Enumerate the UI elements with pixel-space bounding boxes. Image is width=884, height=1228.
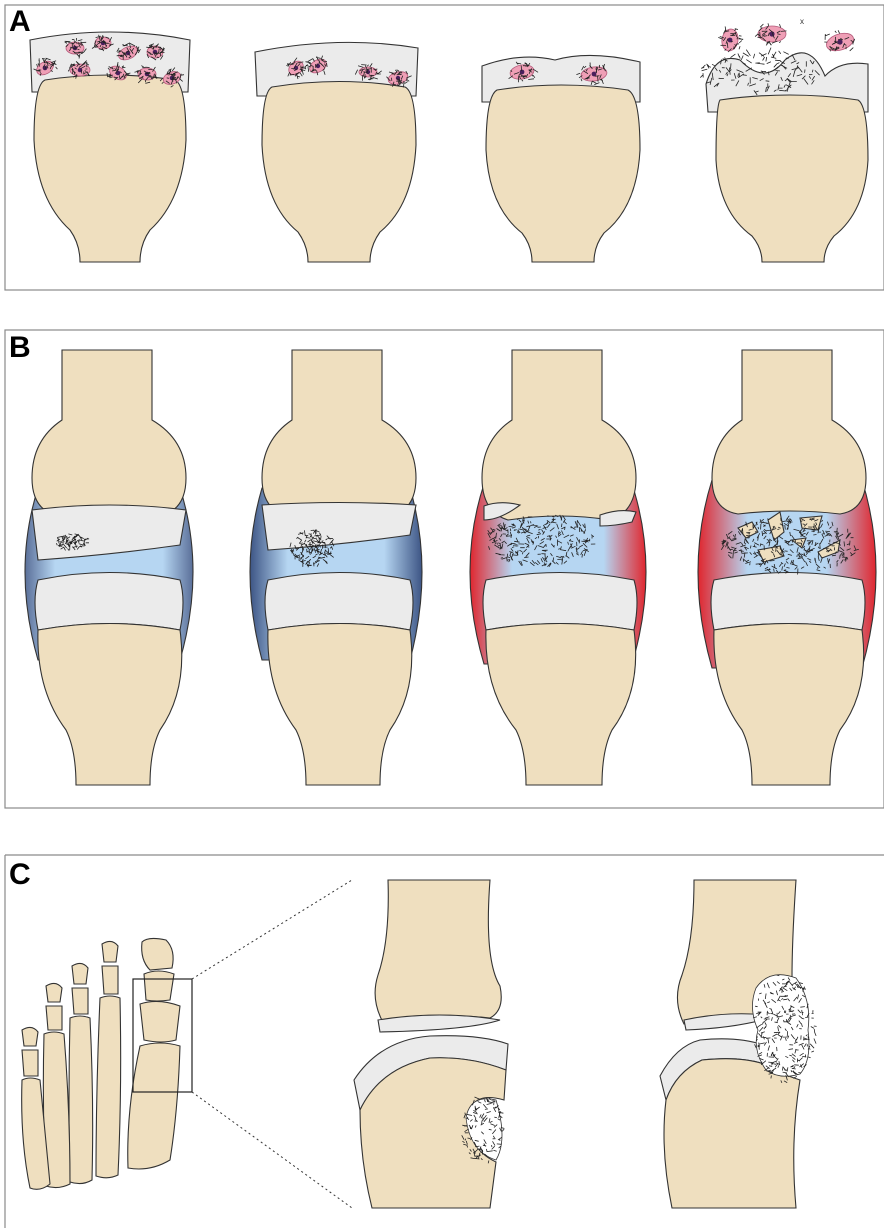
joint-detail-c1 bbox=[354, 880, 508, 1208]
panel-c: C bbox=[5, 855, 884, 1228]
foot-skeleton bbox=[22, 938, 180, 1189]
panel-a-label: A bbox=[9, 5, 31, 38]
bone-stage-a1 bbox=[30, 32, 190, 262]
panel-c-label: C bbox=[9, 858, 31, 891]
panel-b: B bbox=[5, 330, 884, 808]
joint-stage-b3 bbox=[470, 350, 646, 785]
joint-detail-c2 bbox=[660, 880, 809, 1208]
joint-stage-b1 bbox=[25, 350, 193, 785]
zoom-line-top bbox=[192, 880, 352, 979]
bone-stage-a2 bbox=[255, 42, 418, 262]
tophus bbox=[752, 975, 809, 1077]
bone-stage-a3 bbox=[482, 55, 640, 262]
panel-b-label: B bbox=[9, 331, 31, 364]
joint-stage-b2 bbox=[250, 350, 422, 785]
zoom-line-bottom bbox=[192, 1092, 352, 1208]
small-mark: x bbox=[800, 17, 804, 26]
